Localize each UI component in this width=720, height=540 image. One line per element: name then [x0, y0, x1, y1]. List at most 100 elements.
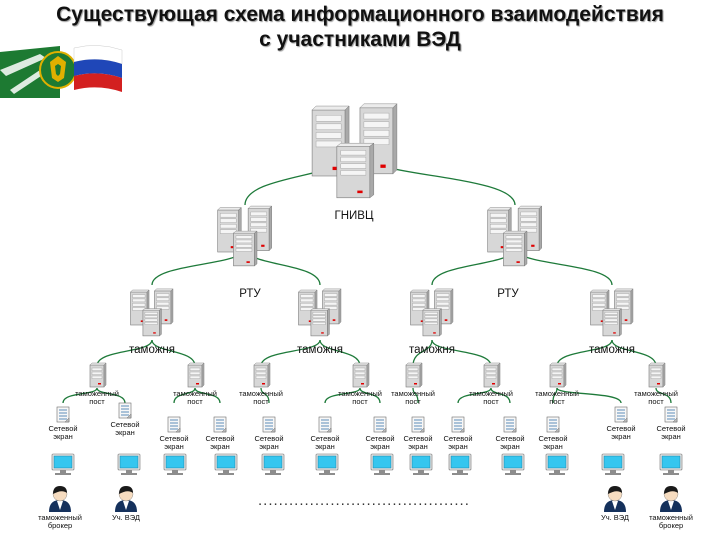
customs-post-server — [549, 362, 567, 388]
firewall-label-line-2: экран — [611, 432, 631, 441]
firewall-label-line-2: экран — [661, 432, 681, 441]
connector-line — [173, 387, 196, 404]
customs-post-server — [405, 362, 423, 388]
slide-title: Существующая схема информационного взаим… — [0, 2, 720, 52]
participant-label-line-1: таможенный — [38, 513, 82, 522]
customs-node-label: таможня — [409, 344, 455, 356]
title-line-2: с участниками ВЭД — [259, 28, 461, 51]
customs-post-server — [352, 362, 370, 388]
customs-server-cluster — [409, 288, 454, 337]
connector-line — [260, 387, 270, 404]
firewall-label-line-1: Сетевой — [365, 434, 394, 443]
firewall-label-line-1: Сетевой — [606, 424, 635, 433]
firewall-icon — [56, 406, 70, 423]
post-label-line-2: пост — [483, 397, 499, 406]
firewall-label-line-2: экран — [115, 428, 135, 437]
firewall-icon — [318, 416, 332, 433]
firewall-label-line-1: Сетевой — [254, 434, 283, 443]
firewall-icon — [614, 406, 628, 423]
workstation-monitor-icon — [448, 453, 472, 475]
connector-line — [457, 387, 492, 404]
connector-line — [359, 387, 381, 404]
post-label-line-1: таможенный — [469, 389, 513, 398]
connector-line — [260, 339, 321, 367]
connector-line — [324, 387, 361, 404]
post-label-line-1: таможенный — [75, 389, 119, 398]
top-server-cluster — [311, 103, 398, 199]
customs-node-label: таможня — [589, 344, 635, 356]
firewall-icon — [373, 416, 387, 433]
firewall-label-line-1: Сетевой — [205, 434, 234, 443]
firewall-label-line-2: экран — [259, 442, 279, 451]
firewall-label-line-2: экран — [370, 442, 390, 451]
post-label-line-2: пост — [352, 397, 368, 406]
workstation-monitor-icon — [370, 453, 394, 475]
regional-node-label: РТУ — [239, 288, 261, 300]
workstation-monitor-icon — [163, 453, 187, 475]
post-label-line-1: таможенный — [338, 389, 382, 398]
participant-label-line-2: брокер — [48, 521, 72, 530]
participant-label-line-1: Уч. ВЭД — [112, 513, 140, 522]
workstation-monitor-icon — [315, 453, 339, 475]
workstation-monitor-icon — [545, 453, 569, 475]
workstation-monitor-icon — [601, 453, 625, 475]
customs-post-server — [187, 362, 205, 388]
customs-post-server — [253, 362, 271, 388]
workstation-monitor-icon — [51, 453, 75, 475]
firewall-label-line-1: Сетевой — [310, 434, 339, 443]
workstation-monitor-icon — [659, 453, 683, 475]
firewall-label-line-1: Сетевой — [48, 424, 77, 433]
firewall-label-line-1: Сетевой — [538, 434, 567, 443]
firewall-label-line-1: Сетевой — [656, 424, 685, 433]
customs-server-cluster — [129, 288, 174, 337]
participant-label-line-1: Уч. ВЭД — [601, 513, 629, 522]
regional-server-cluster — [217, 205, 273, 267]
regional-node-label: РТУ — [497, 288, 519, 300]
continuation-dots: ........................................… — [258, 492, 468, 509]
firewall-icon — [503, 416, 517, 433]
connector-line — [611, 339, 657, 367]
connector-line — [62, 387, 98, 404]
customs-node-label: таможня — [297, 344, 343, 356]
firewall-label-line-2: экран — [164, 442, 184, 451]
post-label-line-2: пост — [405, 397, 421, 406]
firewall-icon — [167, 416, 181, 433]
post-label-line-2: пост — [648, 397, 664, 406]
firewall-label-line-1: Сетевой — [495, 434, 524, 443]
connector-line — [319, 339, 361, 367]
firewall-label-line-2: экран — [543, 442, 563, 451]
connector-line — [412, 387, 419, 404]
connector-line — [556, 339, 613, 367]
top-node-label: ГНИВЦ — [335, 210, 374, 222]
customs-server-cluster — [589, 288, 634, 337]
connector-line — [431, 339, 492, 367]
post-label-line-1: таможенный — [634, 389, 678, 398]
workstation-monitor-icon — [261, 453, 285, 475]
title-line-1: Существующая схема информационного взаим… — [56, 3, 664, 26]
participant-person-icon — [49, 486, 71, 512]
post-label-line-2: пост — [187, 397, 203, 406]
participant-person-icon — [115, 486, 137, 512]
firewall-label-line-1: Сетевой — [403, 434, 432, 443]
post-label-line-1: таможенный — [535, 389, 579, 398]
customs-emblem-icon — [0, 40, 125, 98]
connector-line — [655, 387, 672, 404]
customs-node-label: таможня — [129, 344, 175, 356]
firewall-label-line-1: Сетевой — [159, 434, 188, 443]
post-label-line-1: таможенный — [391, 389, 435, 398]
firewall-icon — [664, 406, 678, 423]
customs-server-cluster — [297, 288, 342, 337]
connector-line — [552, 387, 558, 404]
participant-person-icon — [660, 486, 682, 512]
connector-line — [151, 339, 196, 367]
customs-post-server — [89, 362, 107, 388]
workstation-monitor-icon — [214, 453, 238, 475]
connector-line — [96, 387, 126, 404]
firewall-label-line-2: экран — [500, 442, 520, 451]
firewall-icon — [546, 416, 560, 433]
post-label-line-2: пост — [549, 397, 565, 406]
connector-line — [96, 339, 153, 367]
regional-server-cluster — [487, 205, 543, 267]
firewall-label-line-2: экран — [210, 442, 230, 451]
